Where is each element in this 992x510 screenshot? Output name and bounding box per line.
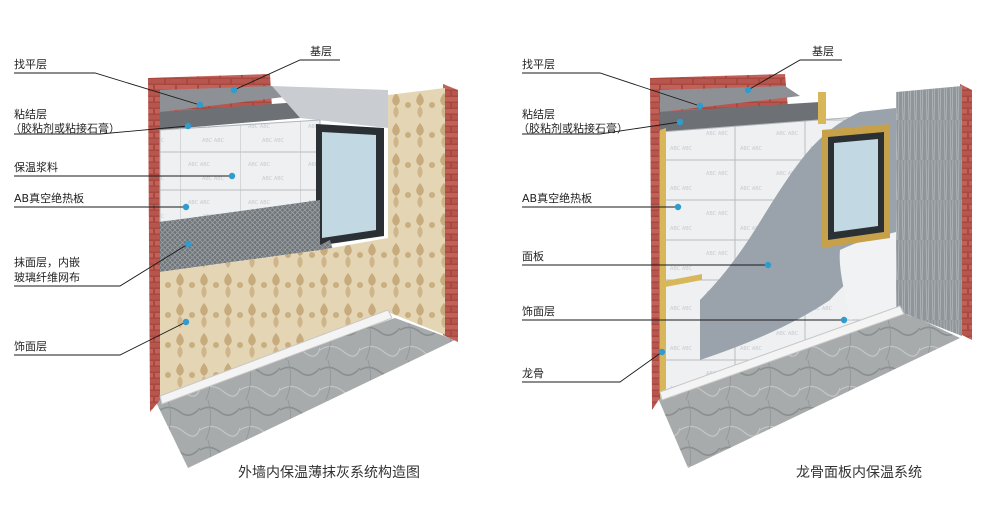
right-window-glass bbox=[834, 139, 878, 232]
left-caption: 外墙内保温薄抹灰系统构造图 bbox=[238, 465, 420, 481]
left-label-adhesive: 粘结层 bbox=[14, 108, 47, 121]
left-brick-edge bbox=[443, 84, 458, 342]
right-label-adhesive: 粘结层 bbox=[522, 108, 555, 121]
left-finish-wallpaper bbox=[160, 238, 388, 398]
left-upper-board bbox=[272, 86, 388, 128]
left-window-glass bbox=[322, 132, 376, 238]
right-wall-diagram bbox=[650, 74, 972, 468]
right-adhesive-layer bbox=[660, 102, 820, 132]
right-leader-dots bbox=[658, 86, 848, 356]
left-label-plaster-1: 抹面层，内嵌 bbox=[14, 256, 80, 269]
right-label-adhesive-note: （胶粘剂或粘接石膏） bbox=[518, 122, 628, 135]
left-label-leveling: 找平层 bbox=[14, 58, 47, 71]
left-label-finish: 饰面层 bbox=[14, 340, 47, 353]
left-floor-tiles bbox=[155, 318, 455, 468]
left-leveling-layer bbox=[160, 86, 292, 112]
right-leader-lines bbox=[522, 59, 844, 383]
right-finish-layer bbox=[839, 232, 896, 320]
right-keel-left bbox=[660, 128, 666, 398]
right-skirting bbox=[659, 305, 905, 401]
right-label-base: 基层 bbox=[812, 45, 834, 58]
left-label-plaster-2: 玻璃纤维网布 bbox=[14, 271, 80, 284]
right-keel-cross bbox=[660, 274, 702, 288]
left-label-adhesive-note: （胶粘剂或粘接石膏） bbox=[10, 122, 120, 135]
left-mesh-layer bbox=[160, 200, 320, 272]
right-floor-tiles bbox=[658, 312, 960, 468]
right-label-keel: 龙骨 bbox=[522, 367, 544, 380]
right-brick-column bbox=[650, 78, 660, 410]
left-side-wall bbox=[388, 88, 445, 335]
left-label-base: 基层 bbox=[310, 45, 332, 58]
left-skirting bbox=[159, 309, 393, 405]
left-label-insulation-mortar: 保温浆料 bbox=[14, 161, 58, 174]
right-leveling-layer bbox=[660, 86, 800, 112]
left-adhesive-layer bbox=[160, 102, 300, 130]
right-label-leveling: 找平层 bbox=[522, 58, 555, 71]
left-label-ab-board: AB真空绝热板 bbox=[14, 192, 85, 205]
right-label-finish: 饰面层 bbox=[522, 305, 555, 318]
left-wall-diagram bbox=[148, 74, 458, 468]
right-side-wall bbox=[896, 86, 962, 336]
right-label-ab-board: AB真空绝热板 bbox=[522, 192, 593, 205]
left-brick-column bbox=[148, 78, 160, 412]
left-leader-dots bbox=[182, 86, 238, 326]
right-brick-edge bbox=[960, 84, 972, 340]
right-keel-top bbox=[818, 92, 826, 124]
left-leader-lines bbox=[14, 59, 340, 356]
right-caption: 龙骨面板内保温系统 bbox=[796, 465, 922, 481]
right-label-panel: 面板 bbox=[522, 250, 544, 263]
